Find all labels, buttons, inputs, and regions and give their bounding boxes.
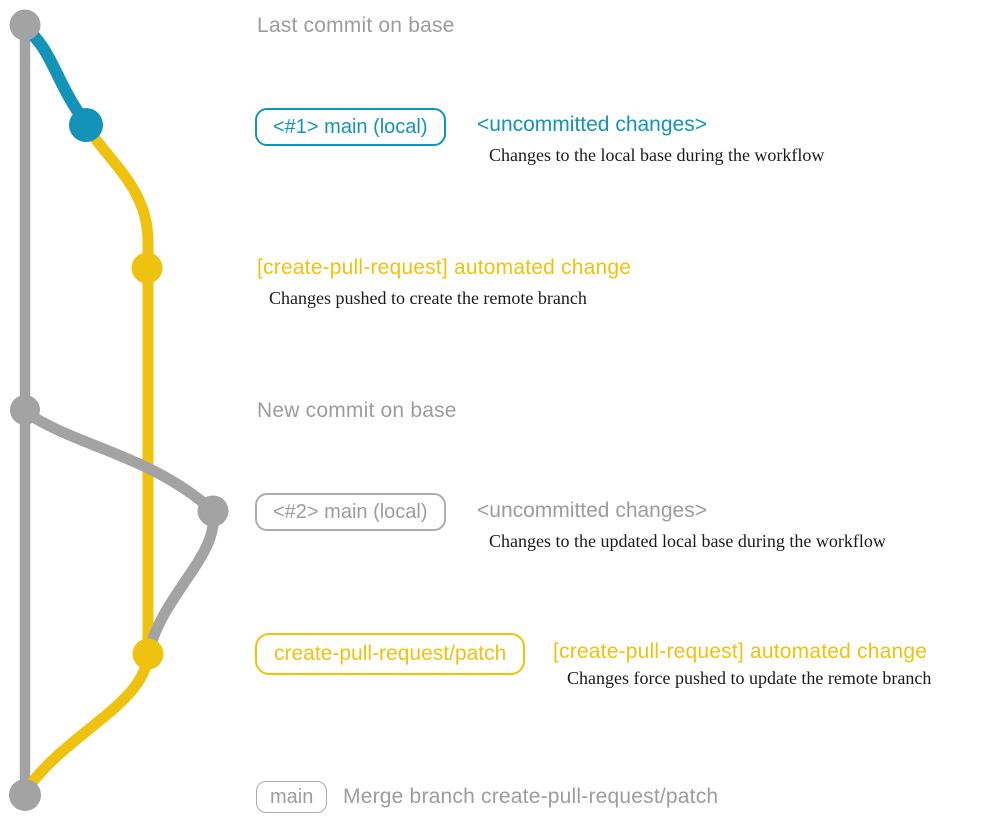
updated-local-main-branch-line [19,406,219,658]
commit-dot-new-base [10,395,40,425]
uncommitted-changes-label-2: <uncommitted changes> [477,499,707,522]
branch-badge-patch: create-pull-request/patch [255,633,526,675]
commit3-description: Changes to the updated local base during… [489,531,886,551]
uncommitted-changes-label-1: <uncommitted changes> [477,113,707,136]
commit4-description: Changes force pushed to update the remot… [567,668,932,688]
branch-badge-main-local-1: <#1> main (local) [255,108,446,146]
commit-dot-last-base [9,9,41,41]
merge-commit-label: Merge branch create-pull-request/patch [343,785,719,808]
commit-dot-uncommitted-1 [69,108,103,142]
commit2-description: Changes pushed to create the remote bran… [269,288,587,308]
local-main-branch-line [19,22,92,129]
commit-dot-uncommitted-2 [197,495,229,527]
automated-change-title-1: [create-pull-request] automated change [257,256,632,279]
commit-dot-automated-change-2 [132,638,164,670]
new-commit-label: New commit on base [257,399,457,422]
branch-badge-main-local-2: <#2> main (local) [255,493,446,531]
automated-change-title-2: [create-pull-request] automated change [553,640,928,663]
commit1-description: Changes to the local base during the wor… [489,145,825,165]
last-commit-label: Last commit on base [257,14,455,37]
commit-dot-automated-change-1 [131,252,163,284]
branch-badge-main: main [256,781,328,813]
git-graph [9,9,229,811]
commit-dot-merge [9,779,41,811]
